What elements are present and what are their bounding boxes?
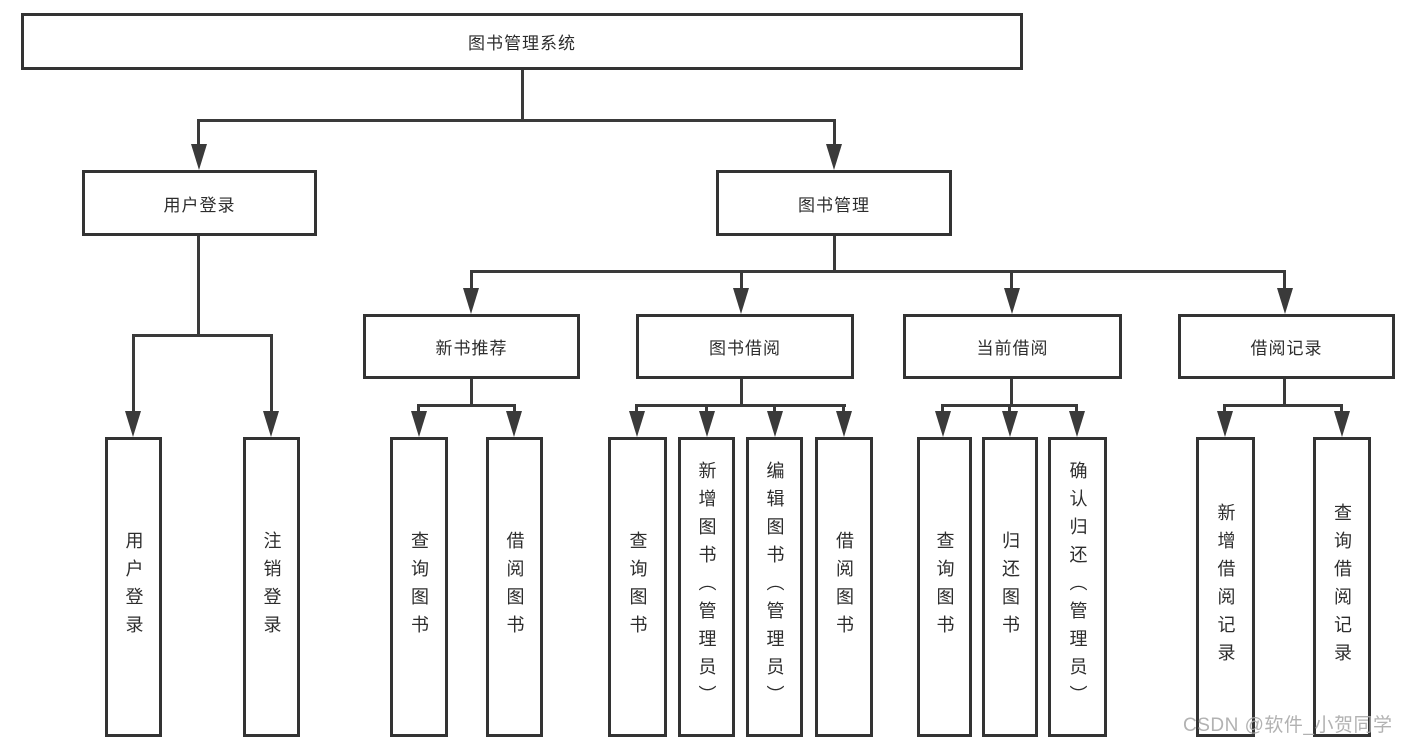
connector-drop-bb-borrow [842, 404, 845, 413]
leaf-nb-borrow-books: 借阅图书 [486, 437, 543, 737]
leaf-nb-borrow-books-label: 借阅图书 [504, 531, 525, 643]
arrow-to-user-login [191, 144, 207, 170]
arrow-to-book-management [826, 144, 842, 170]
arrow-to-cb-query [935, 411, 951, 437]
leaf-cb-query-books: 查询图书 [917, 437, 972, 737]
node-new-books: 新书推荐 [363, 314, 580, 379]
leaf-logout-label: 注销登录 [261, 531, 282, 643]
arrow-to-bb-add [699, 411, 715, 437]
connector-book-management-stem [833, 236, 836, 273]
connector-drop-current-borrow [1010, 270, 1013, 292]
connector-level2-branch [198, 119, 836, 122]
node-new-books-label: 新书推荐 [435, 339, 508, 358]
arrow-to-nb-borrow [506, 411, 522, 437]
node-borrow-records-label: 借阅记录 [1250, 339, 1323, 358]
node-book-management-label: 图书管理 [798, 195, 870, 215]
connector-user-login-stem [197, 236, 200, 336]
connector-drop-nb-query [417, 404, 420, 413]
connector-drop-br-query [1340, 404, 1343, 413]
arrow-to-new-books [463, 288, 479, 314]
connector-drop-user-login [197, 119, 200, 150]
arrow-to-br-add [1217, 411, 1233, 437]
connector-drop-bb-query [635, 404, 638, 413]
leaf-user-login-label: 用户登录 [123, 531, 144, 643]
connector-drop-new-books [470, 270, 473, 292]
connector-drop-cb-confirm [1075, 404, 1078, 413]
arrow-to-bb-edit [767, 411, 783, 437]
leaf-cb-return-books: 归还图书 [982, 437, 1038, 737]
connector-borrow-records-stem [1283, 379, 1286, 407]
node-user-login-label: 用户登录 [163, 195, 236, 215]
connector-root-stem [521, 70, 524, 121]
connector-drop-cb-return [1008, 404, 1011, 413]
node-book-borrow-label: 图书借阅 [709, 339, 781, 358]
arrow-to-book-borrow [733, 288, 749, 314]
connector-book-borrow-stem [740, 379, 743, 407]
leaf-br-query-record: 查询借阅记录 [1313, 437, 1371, 737]
connector-drop-leaf-logout [270, 334, 273, 412]
arrow-to-borrow-records [1277, 288, 1293, 314]
node-user-login: 用户登录 [82, 170, 317, 236]
arrow-to-leaf-login [125, 411, 141, 437]
connector-drop-book-management [833, 119, 836, 150]
arrow-to-nb-query [411, 411, 427, 437]
csdn-watermark: CSDN @软件_小贺同学 [1183, 715, 1393, 736]
connector-drop-leaf-login [132, 334, 135, 412]
leaf-bb-query-books: 查询图书 [608, 437, 667, 737]
leaf-cb-confirm-return-admin-label: 确认归还（管理员） [1067, 461, 1088, 713]
arrow-to-bb-borrow [836, 411, 852, 437]
leaf-br-add-record: 新增借阅记录 [1196, 437, 1255, 737]
connector-drop-book-borrow [740, 270, 743, 292]
leaf-bb-borrow-books: 借阅图书 [815, 437, 873, 737]
leaf-bb-query-books-label: 查询图书 [627, 531, 648, 643]
connector-drop-nb-borrow [513, 404, 516, 413]
connector-book-borrow-branch [636, 404, 846, 407]
leaf-br-query-record-label: 查询借阅记录 [1332, 503, 1352, 671]
connector-borrow-records-branch [1224, 404, 1343, 407]
node-root-label: 图书管理系统 [468, 34, 576, 53]
connector-drop-cb-query [941, 404, 944, 413]
leaf-bb-edit-books-admin: 编辑图书（管理员） [746, 437, 803, 737]
leaf-user-login: 用户登录 [105, 437, 162, 737]
arrow-to-cb-return [1002, 411, 1018, 437]
leaf-br-add-record-label: 新增借阅记录 [1215, 503, 1236, 671]
arrow-to-bb-query [629, 411, 645, 437]
connector-drop-bb-add [705, 404, 708, 413]
leaf-logout: 注销登录 [243, 437, 300, 737]
node-root: 图书管理系统 [21, 13, 1023, 70]
node-current-borrow: 当前借阅 [903, 314, 1122, 379]
node-book-management: 图书管理 [716, 170, 952, 236]
connector-drop-br-add [1223, 404, 1226, 413]
arrow-to-leaf-logout [263, 411, 279, 437]
node-borrow-records: 借阅记录 [1178, 314, 1395, 379]
leaf-bb-borrow-books-label: 借阅图书 [834, 531, 854, 643]
arrow-to-current-borrow [1004, 288, 1020, 314]
leaf-cb-query-books-label: 查询图书 [934, 531, 955, 643]
leaf-cb-return-books-label: 归还图书 [1000, 531, 1020, 643]
connector-drop-bb-edit [773, 404, 776, 413]
connector-drop-borrow-records [1283, 270, 1286, 292]
connector-user-login-branch [132, 334, 273, 337]
leaf-cb-confirm-return-admin: 确认归还（管理员） [1048, 437, 1107, 737]
arrow-to-br-query [1334, 411, 1350, 437]
connector-current-borrow-stem [1010, 379, 1013, 407]
connector-level3-branch [471, 270, 1286, 273]
leaf-nb-query-books-label: 查询图书 [409, 531, 429, 643]
connector-new-books-branch [418, 404, 516, 407]
leaf-bb-add-books-admin-label: 新增图书（管理员） [696, 461, 717, 713]
node-book-borrow: 图书借阅 [636, 314, 854, 379]
connector-new-books-stem [470, 379, 473, 407]
leaf-bb-add-books-admin: 新增图书（管理员） [678, 437, 735, 737]
arrow-to-cb-confirm [1069, 411, 1085, 437]
leaf-bb-edit-books-admin-label: 编辑图书（管理员） [764, 461, 785, 713]
leaf-nb-query-books: 查询图书 [390, 437, 448, 737]
node-current-borrow-label: 当前借阅 [976, 339, 1049, 358]
